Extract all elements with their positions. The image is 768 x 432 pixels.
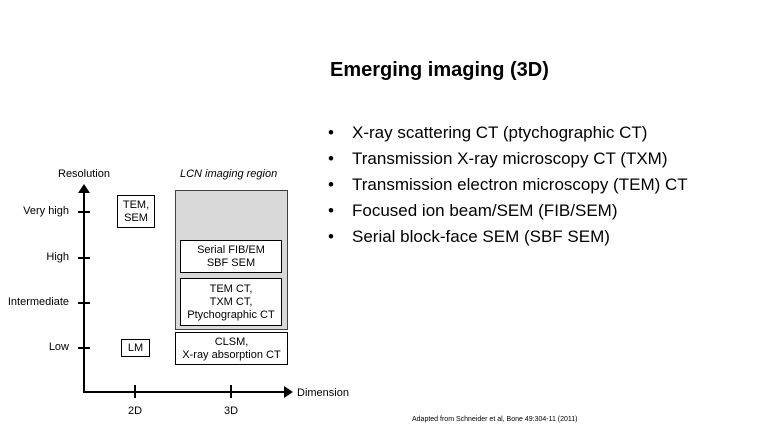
y-tick-mark [78, 211, 90, 213]
y-tick-label: Intermediate [7, 296, 69, 308]
bullet-marker: • [328, 227, 334, 246]
x-tick-label: 2D [128, 405, 143, 417]
box-lm: LM [121, 339, 150, 357]
bullet-text: X-ray scattering CT (ptychographic CT) [352, 123, 648, 142]
box-serial-fib-em: Serial FIB/EM SBF SEM [180, 240, 282, 273]
y-tick-mark [78, 347, 90, 349]
region-label: LCN imaging region [180, 168, 278, 180]
box-serial-fib-em-text: Serial FIB/EM SBF SEM [197, 243, 265, 269]
x-axis-label: Dimension [297, 387, 349, 399]
box-tem-sem: TEM, SEM [117, 195, 155, 228]
box-tem-txm-ct-text: TEM CT, TXM CT, Ptychographic CT [187, 282, 275, 321]
box-clsm-xray: CLSM, X-ray absorption CT [175, 332, 288, 365]
bullet-text: Serial block-face SEM (SBF SEM) [352, 227, 610, 246]
bullet-marker: • [328, 201, 334, 220]
bullet-text: Focused ion beam/SEM (FIB/SEM) [352, 201, 618, 220]
bullet-text: Transmission electron microscopy (TEM) C… [352, 175, 688, 194]
x-axis [83, 391, 285, 393]
x-axis-arrow-icon [284, 386, 293, 398]
y-axis-arrow-icon [78, 184, 90, 193]
bullet-item: • Transmission X-ray microscopy CT (TXM) [328, 146, 688, 172]
bullet-text: Transmission X-ray microscopy CT (TXM) [352, 149, 668, 168]
slide-title: Emerging imaging (3D) [330, 59, 549, 81]
y-axis-label: Resolution [58, 168, 110, 180]
box-lm-text: LM [127, 341, 144, 354]
source-citation: Adapted from Schneider et al, Bone 49:30… [412, 416, 578, 423]
y-tick-mark [78, 257, 90, 259]
x-tick-label: 3D [224, 405, 239, 417]
y-tick-label: Very high [23, 205, 69, 217]
bullet-marker: • [328, 149, 334, 168]
box-tem-txm-ct: TEM CT, TXM CT, Ptychographic CT [180, 278, 282, 326]
bullet-list: •X-ray scattering CT (ptychographic CT) … [328, 120, 688, 250]
bullet-marker: • [328, 175, 334, 194]
x-tick-mark [230, 385, 232, 398]
y-tick-label: Low [48, 341, 69, 353]
box-tem-sem-text: TEM, SEM [122, 198, 150, 224]
y-axis [83, 190, 85, 392]
y-tick-mark [78, 302, 90, 304]
bullet-marker: • [328, 123, 334, 142]
bullet-item: • X-ray scattering CT (ptychographic CT) [328, 120, 688, 146]
y-tick-label: High [46, 251, 69, 263]
x-tick-mark [134, 385, 136, 398]
bullet-item: • Serial block-face SEM (SBF SEM) [328, 224, 688, 250]
bullet-item: • Transmission electron microscopy (TEM) … [328, 172, 688, 198]
box-clsm-xray-text: CLSM, X-ray absorption CT [182, 335, 281, 361]
bullet-item: • Focused ion beam/SEM (FIB/SEM) [328, 198, 688, 224]
